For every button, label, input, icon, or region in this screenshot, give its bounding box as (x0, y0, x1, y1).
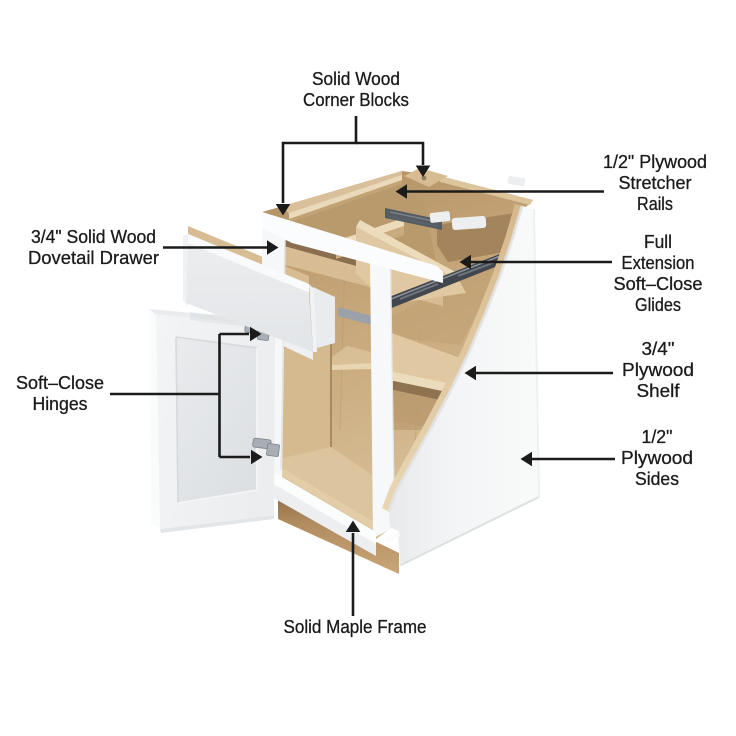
svg-text:Rails: Rails (637, 193, 673, 214)
svg-text:Soft–Close: Soft–Close (614, 273, 703, 294)
svg-text:Sides: Sides (635, 468, 679, 489)
svg-text:Full: Full (644, 231, 672, 252)
svg-text:Solid Maple Frame: Solid Maple Frame (284, 616, 427, 637)
svg-text:3/4": 3/4" (642, 338, 675, 359)
svg-text:Stretcher: Stretcher (619, 172, 692, 193)
svg-text:Glides: Glides (635, 294, 681, 315)
svg-text:1/2" Plywood: 1/2" Plywood (603, 151, 707, 172)
svg-text:Plywood: Plywood (621, 447, 693, 468)
svg-text:Solid Wood: Solid Wood (312, 68, 400, 89)
svg-text:Extension: Extension (622, 252, 695, 273)
svg-text:Dovetail Drawer: Dovetail Drawer (28, 247, 159, 268)
svg-text:1/2": 1/2" (642, 426, 673, 447)
svg-text:Plywood: Plywood (622, 359, 694, 380)
svg-text:Shelf: Shelf (637, 380, 681, 401)
svg-text:Soft–Close: Soft–Close (16, 372, 104, 393)
svg-text:Corner Blocks: Corner Blocks (303, 89, 409, 110)
svg-text:3/4" Solid Wood: 3/4" Solid Wood (31, 226, 156, 247)
svg-text:Hinges: Hinges (33, 393, 88, 414)
